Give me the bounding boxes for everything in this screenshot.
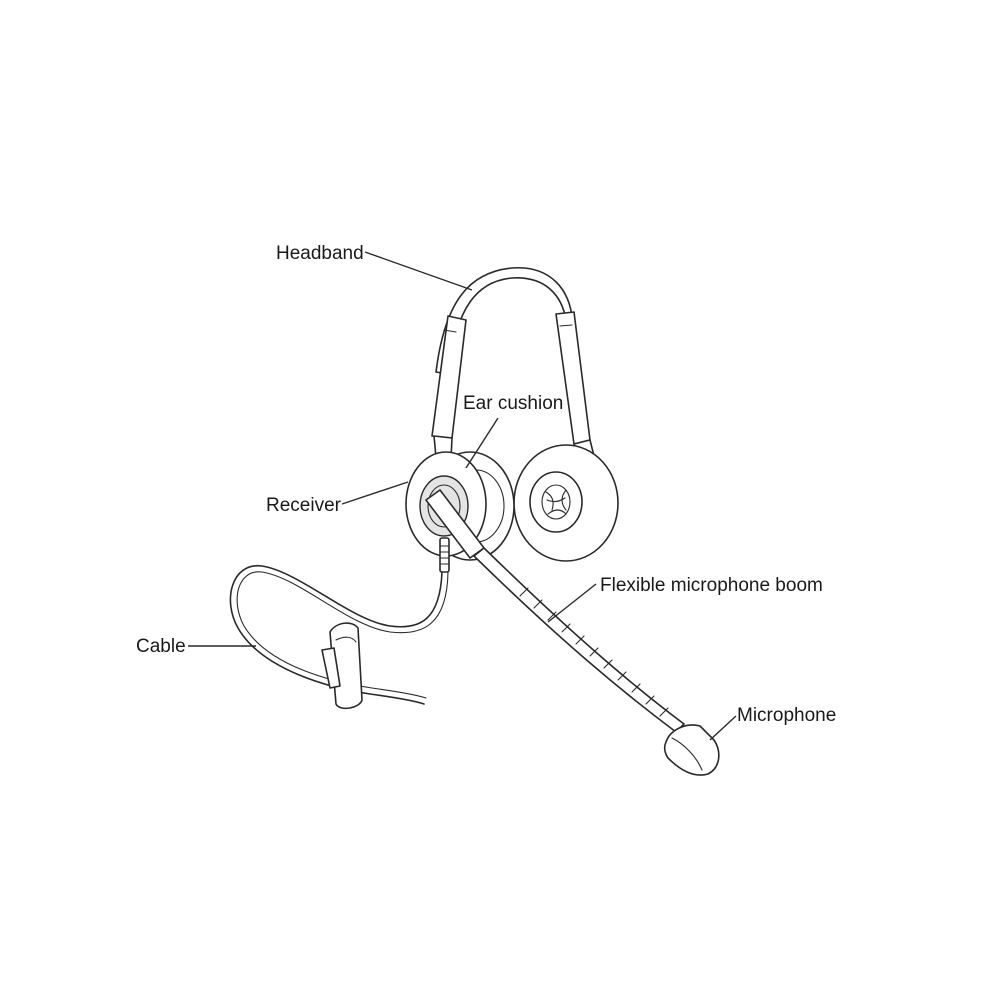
microphone-label: Microphone	[737, 705, 836, 726]
ear-cushion-label: Ear cushion	[463, 393, 563, 414]
ear-cushion-leader	[465, 417, 499, 469]
microphone	[663, 724, 720, 776]
headband-label: Headband	[276, 243, 364, 264]
receiver-label: Receiver	[266, 495, 342, 516]
headband-leader	[364, 251, 473, 291]
boom-leader	[547, 583, 597, 623]
boom-label: Flexible microphone boom	[600, 575, 823, 596]
left-receiver	[405, 451, 515, 573]
cable-clip	[321, 622, 363, 710]
leader-lines	[188, 251, 737, 741]
cable-label: Cable	[136, 636, 186, 657]
microphone-boom	[425, 489, 685, 733]
right-ear-cushion	[513, 444, 619, 562]
microphone-leader	[709, 715, 737, 741]
receiver-leader	[341, 481, 409, 505]
